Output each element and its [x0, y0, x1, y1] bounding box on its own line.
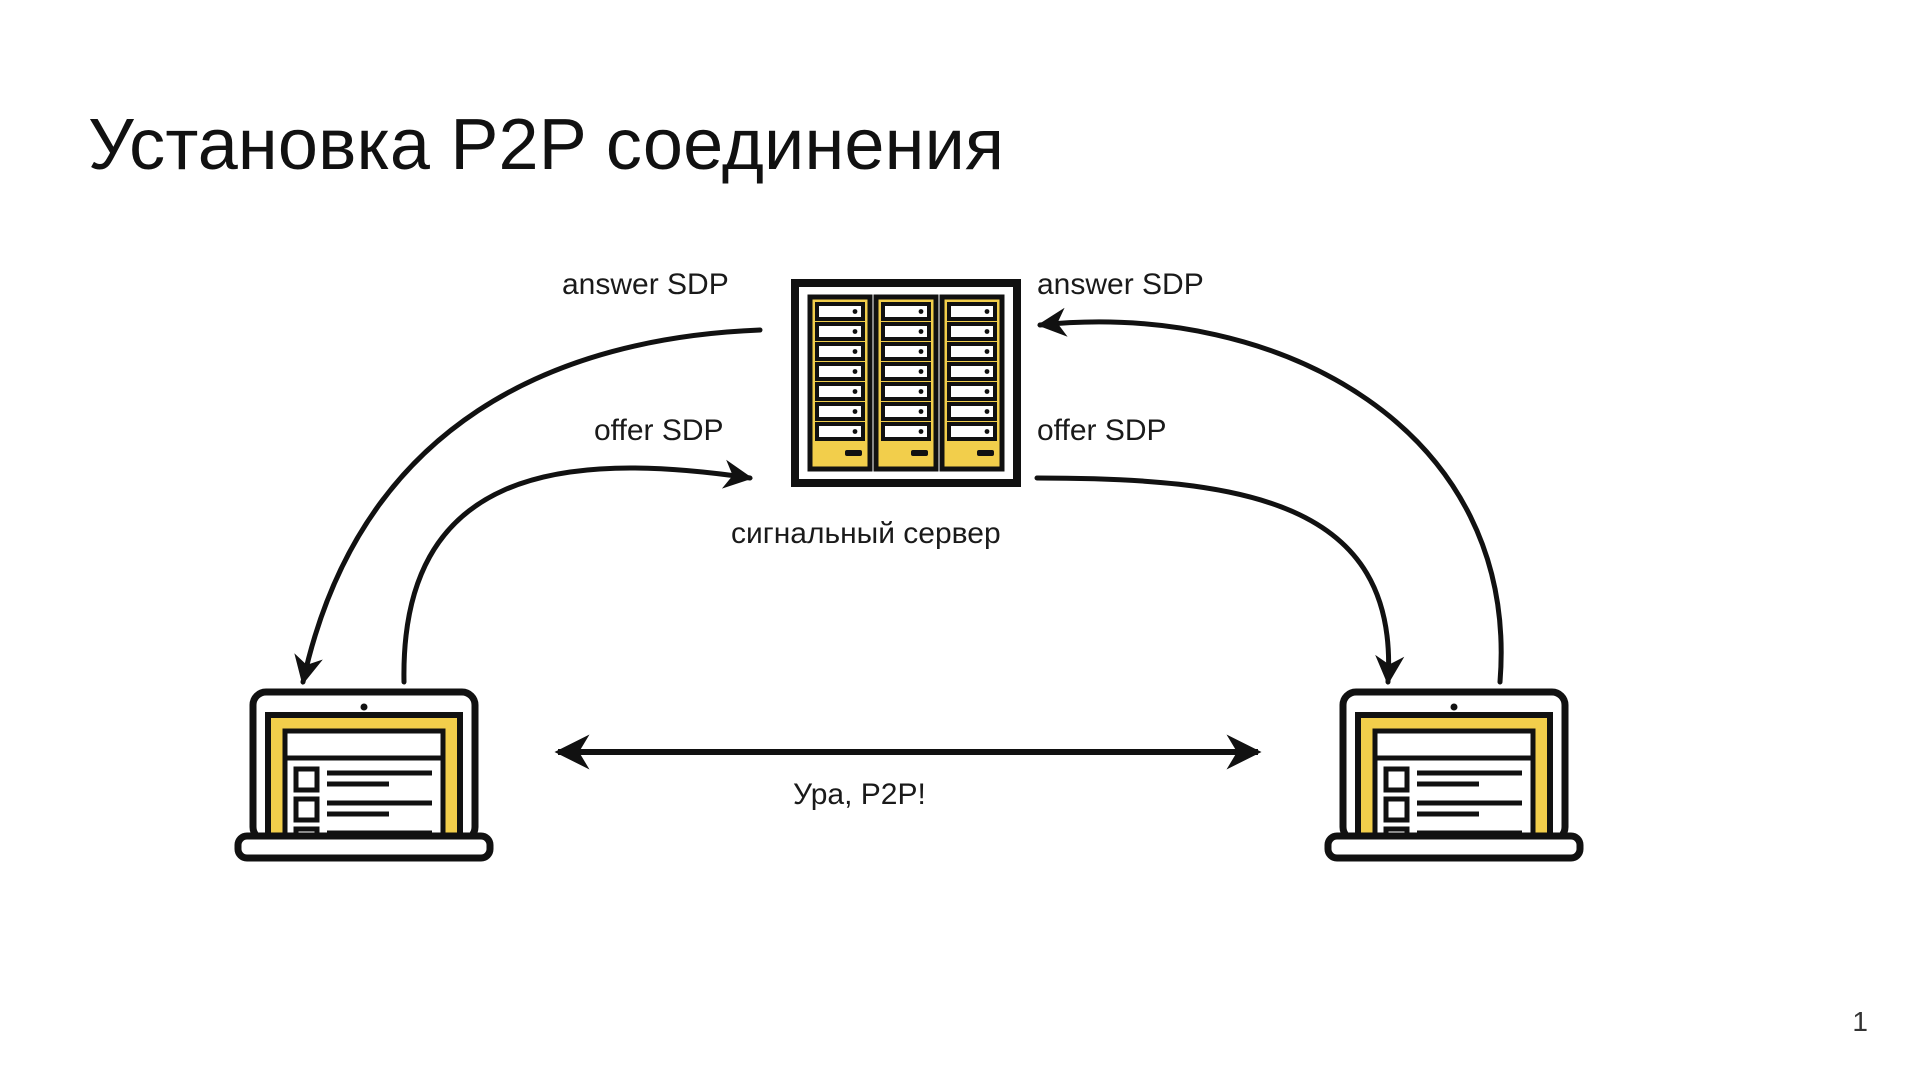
laptop-left-base: [234, 832, 494, 862]
server-units: [881, 302, 931, 441]
edge-offer-server-to-right: [1034, 475, 1405, 685]
laptop-right-camera-icon: [1450, 703, 1458, 711]
laptop-left-checkbox-1: [293, 766, 320, 793]
server-column-2: [873, 294, 939, 472]
edge-answer-right-to-server: [1037, 307, 1504, 685]
server-column-led: [845, 450, 862, 456]
label-offer-sdp-left: offer SDP: [594, 414, 724, 447]
label-p2p-caption: Ура, P2P!: [793, 778, 926, 811]
laptop-right-checkbox-2: [1383, 796, 1410, 823]
server-column-1: [807, 294, 873, 472]
server-column-3: [939, 294, 1005, 472]
edge-offer-left-to-server: [401, 459, 753, 685]
edge-answer-server-to-left: [294, 327, 763, 685]
laptop-left-camera-icon: [360, 703, 368, 711]
label-answer-sdp-left: answer SDP: [562, 268, 729, 301]
signal-server-rack: [791, 279, 1021, 487]
label-answer-sdp-right: answer SDP: [1037, 268, 1204, 301]
server-column-led: [911, 450, 928, 456]
laptop-right: [1324, 688, 1584, 862]
server-column-led: [977, 450, 994, 456]
label-offer-sdp-right: offer SDP: [1037, 414, 1167, 447]
page-number: 1: [1852, 1006, 1868, 1037]
laptop-right-base: [1324, 832, 1584, 862]
laptop-right-checkbox-1: [1383, 766, 1410, 793]
server-units: [815, 302, 865, 441]
laptop-left: [234, 688, 494, 862]
laptop-left-checkbox-2: [293, 796, 320, 823]
server-units: [947, 302, 997, 441]
label-signal-server: сигнальный сервер: [731, 517, 1001, 550]
page-title: Установка P2P соединения: [88, 105, 1005, 186]
